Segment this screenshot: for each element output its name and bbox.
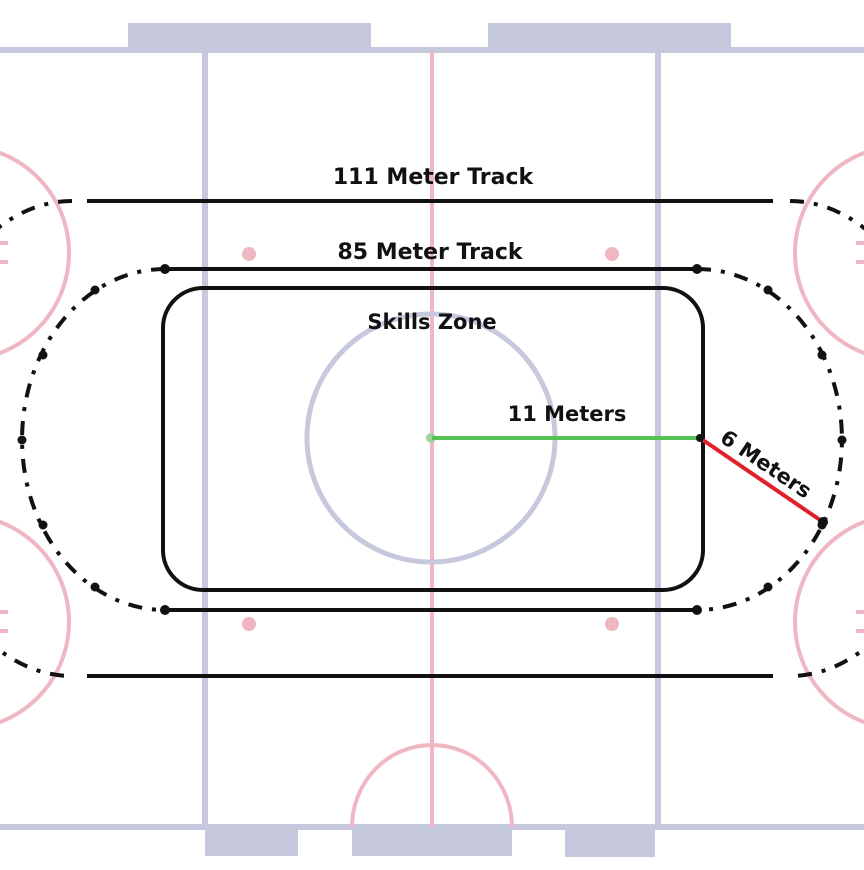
- blue-line-left: [202, 51, 208, 827]
- label-85-meter-track: 85 Meter Track: [338, 240, 524, 265]
- faceoff-circle-bottom-right: [793, 519, 864, 725]
- hash-marks: [0, 241, 864, 633]
- faceoff-circle-top-right: [793, 150, 864, 356]
- track-85-markers: [17, 264, 847, 615]
- faceoff-dot: [605, 617, 619, 631]
- bench-top-left: [128, 23, 371, 51]
- referee-crease: [350, 743, 514, 828]
- label-skills-zone: Skills Zone: [367, 310, 496, 334]
- label-111-meter-track: 111 Meter Track: [333, 165, 535, 190]
- penalty-box-left: [205, 826, 298, 856]
- scorekeeper-box: [352, 826, 512, 856]
- top-board: [0, 47, 864, 53]
- faceoff-dot: [242, 617, 256, 631]
- penalty-box-right: [565, 826, 655, 857]
- track-85: [20, 267, 844, 612]
- label-11-meters: 11 Meters: [508, 402, 627, 426]
- center-dot: [426, 433, 436, 443]
- faceoff-circle-bottom-left: [0, 519, 71, 725]
- faceoff-circle-top-left: [0, 150, 71, 356]
- label-6-meters: 6 Meters: [716, 425, 816, 503]
- faceoff-dot: [605, 247, 619, 261]
- bench-top-right: [488, 23, 731, 51]
- track-111: [0, 199, 864, 678]
- faceoff-dot: [242, 247, 256, 261]
- radius-6m-line: [698, 436, 825, 524]
